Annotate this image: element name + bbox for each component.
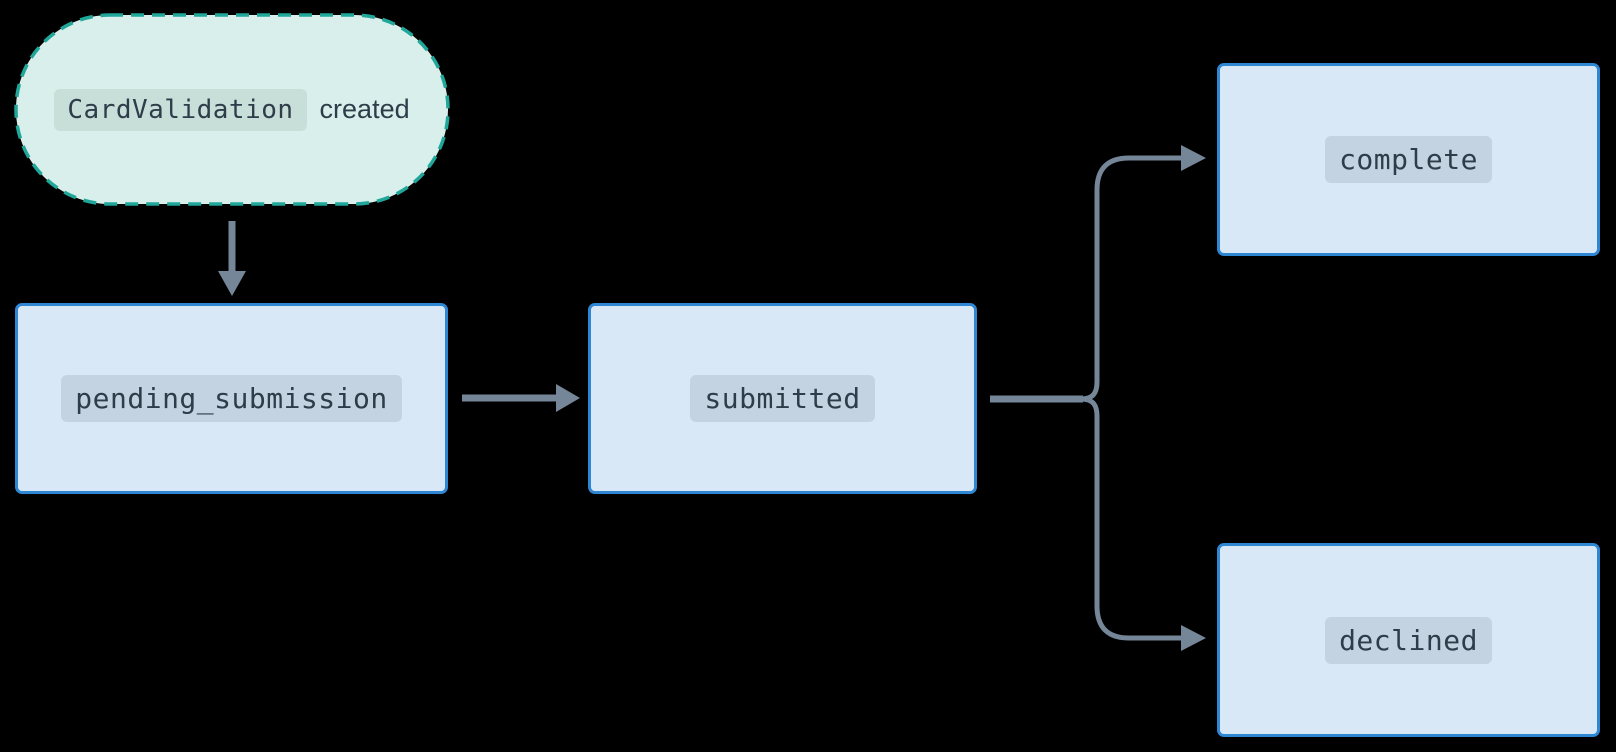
edge-submitted-fork <box>990 145 1206 651</box>
edge-pending-to-submitted-arrow <box>462 384 580 412</box>
edge-submitted-to-declined-arrowhead <box>1181 625 1206 651</box>
edge-submitted-to-complete-arrowhead <box>1181 145 1206 171</box>
state-label-submitted: submitted <box>690 375 875 422</box>
node-state-submitted: submitted <box>588 303 977 494</box>
state-label-complete: complete <box>1325 136 1492 183</box>
edge-created-to-pending-arrow <box>218 221 246 296</box>
node-state-declined: declined <box>1217 543 1600 737</box>
state-label-pending-submission: pending_submission <box>61 375 402 422</box>
event-node-content: CardValidation created <box>54 88 410 131</box>
event-code-chip: CardValidation <box>54 88 307 131</box>
node-state-complete: complete <box>1217 63 1600 256</box>
event-label: created <box>319 94 410 124</box>
state-label-declined: declined <box>1325 616 1492 664</box>
node-event-created: CardValidation created <box>14 13 450 206</box>
node-state-pending-submission: pending_submission <box>15 303 448 494</box>
